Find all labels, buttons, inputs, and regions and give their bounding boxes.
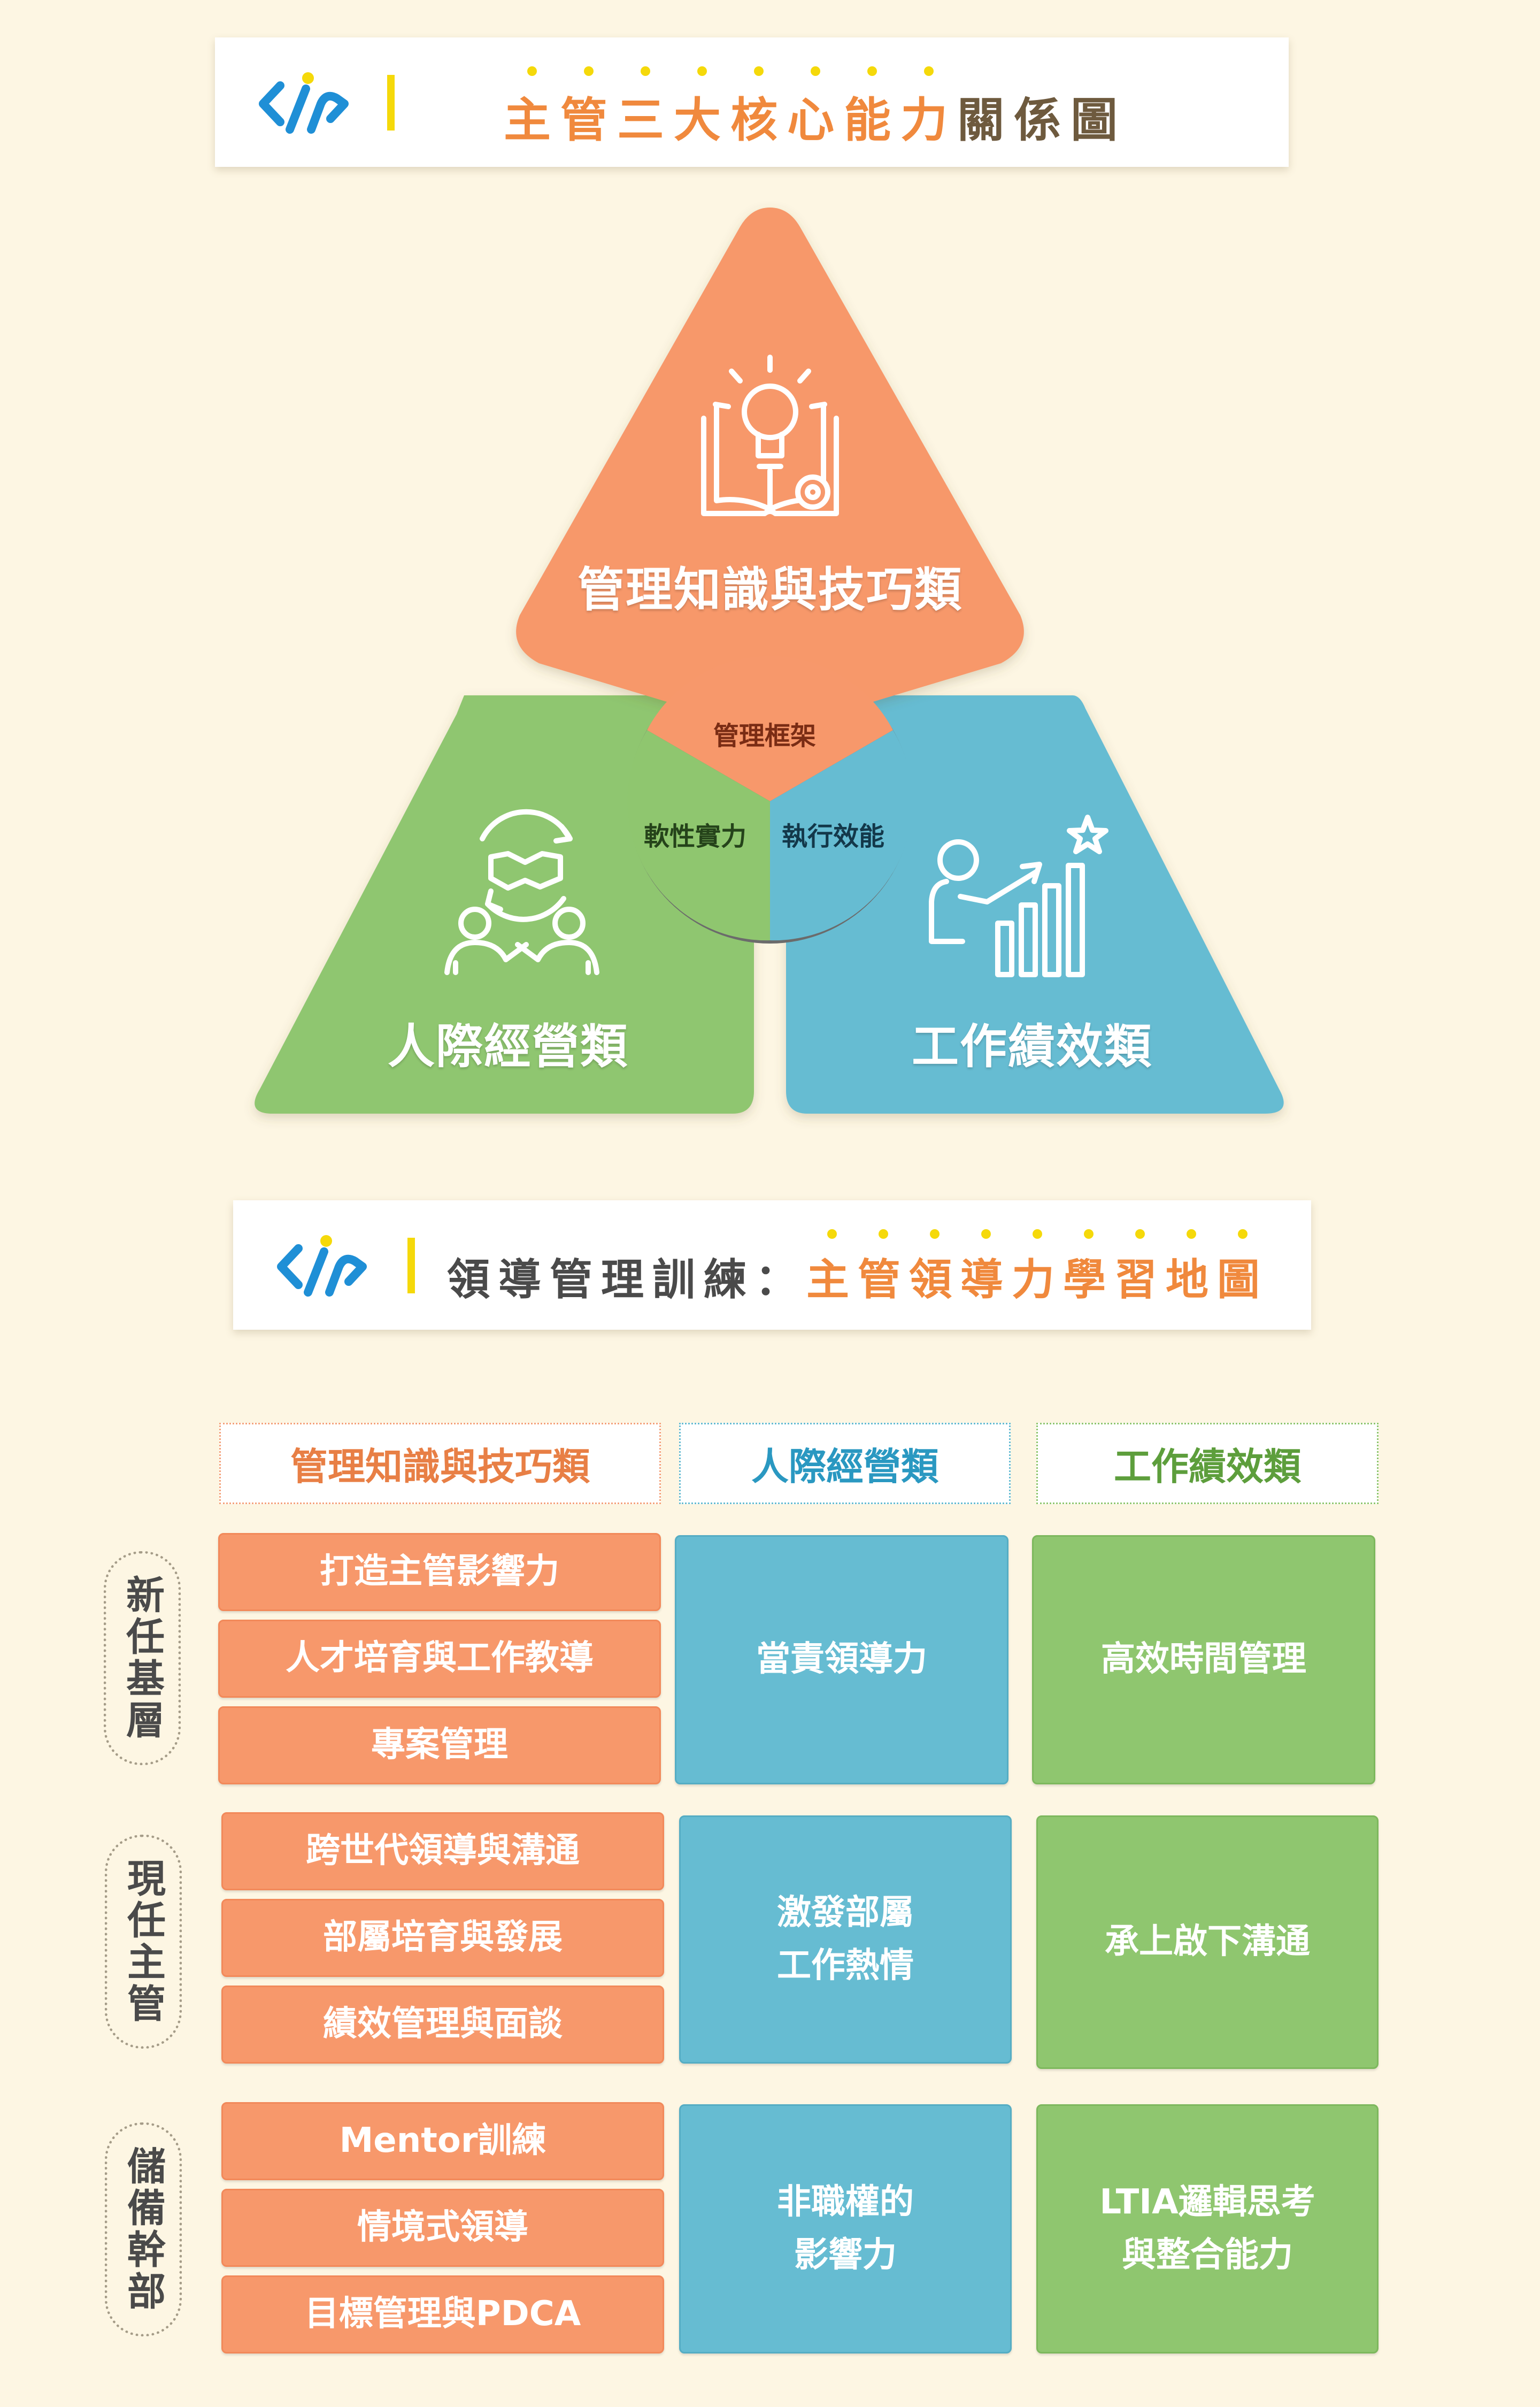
section-title: 領導管理訓練：主管領導力學習地圖 <box>447 1229 1268 1307</box>
column-header-performance: 工作績效類 <box>1036 1423 1379 1504</box>
column-header-interpersonal: 人際經營類 <box>679 1423 1011 1504</box>
page-title: 主管三大核心能力關係圖 <box>504 66 1127 150</box>
course-item: 非職權的影響力 <box>679 2104 1012 2354</box>
growth-chart-icon <box>929 815 1108 977</box>
course-item: 目標管理與PDCA <box>221 2275 664 2354</box>
emphasis-char: 三 <box>617 66 674 150</box>
emphasis-char: 力 <box>1012 1229 1063 1307</box>
course-item: 部屬培育與發展 <box>221 1899 664 1977</box>
emphasis-char: 管 <box>858 1229 909 1307</box>
emphasis-char: 心 <box>787 66 844 150</box>
course-item: 跨世代領導與溝通 <box>221 1812 664 1890</box>
level-label: 現任主管 <box>105 1835 182 2049</box>
emphasis-char: 主 <box>504 66 560 150</box>
interpersonal-label: 人際經營類 <box>387 1019 628 1074</box>
course-item: LTIA邏輯思考與整合能力 <box>1036 2104 1379 2354</box>
emphasis-char: 領 <box>909 1229 960 1307</box>
emphasis-char: 習 <box>1114 1229 1166 1307</box>
emphasis-char: 主 <box>806 1229 858 1307</box>
emphasis-char: 管 <box>560 66 617 150</box>
performance-label: 工作績效類 <box>911 1019 1152 1074</box>
core-abilities-diagram <box>255 208 1284 1114</box>
level-label: 儲備幹部 <box>105 2122 182 2336</box>
emphasis-char: 學 <box>1063 1229 1114 1307</box>
lightbulb-book-gear-icon <box>701 355 839 516</box>
logo-icon <box>277 1235 367 1297</box>
course-item: 承上啟下溝通 <box>1036 1815 1379 2069</box>
center-circle <box>627 656 913 944</box>
column-header-knowledge: 管理知識與技巧類 <box>219 1423 661 1504</box>
knowledge-label: 管理知識與技巧類 <box>577 562 962 617</box>
course-item: 專案管理 <box>218 1706 661 1784</box>
center-right-text: 執行效能 <box>782 822 885 852</box>
emphasis-char: 能 <box>844 66 900 150</box>
divider-bar <box>407 1238 415 1293</box>
center-left-text: 軟性實力 <box>644 822 747 852</box>
level-label: 新任基層 <box>104 1551 181 1765</box>
course-item: Mentor訓練 <box>221 2102 664 2180</box>
logo-icon <box>259 72 349 134</box>
emphasis-char: 地 <box>1166 1229 1217 1307</box>
center-top-text: 管理框架 <box>713 721 817 751</box>
title-banner-2: 領導管理訓練：主管領導力學習地圖 <box>233 1200 1311 1330</box>
title-banner-1: 主管三大核心能力關係圖 <box>215 37 1289 167</box>
handshake-people-icon <box>444 809 599 975</box>
course-item: 績效管理與面談 <box>221 1986 664 2064</box>
course-item: 高效時間管理 <box>1032 1535 1375 1784</box>
course-item: 情境式領導 <box>221 2189 664 2267</box>
divider-bar <box>387 75 395 131</box>
emphasis-char: 力 <box>900 66 957 150</box>
course-item: 打造主管影響力 <box>218 1533 661 1611</box>
emphasis-char: 大 <box>674 66 730 150</box>
course-item: 激發部屬工作熱情 <box>679 1815 1012 2064</box>
course-item: 人才培育與工作教導 <box>218 1620 661 1698</box>
emphasis-char: 核 <box>730 66 787 150</box>
course-item: 當責領導力 <box>675 1535 1008 1784</box>
emphasis-char: 導 <box>960 1229 1012 1307</box>
emphasis-char: 圖 <box>1217 1229 1268 1307</box>
